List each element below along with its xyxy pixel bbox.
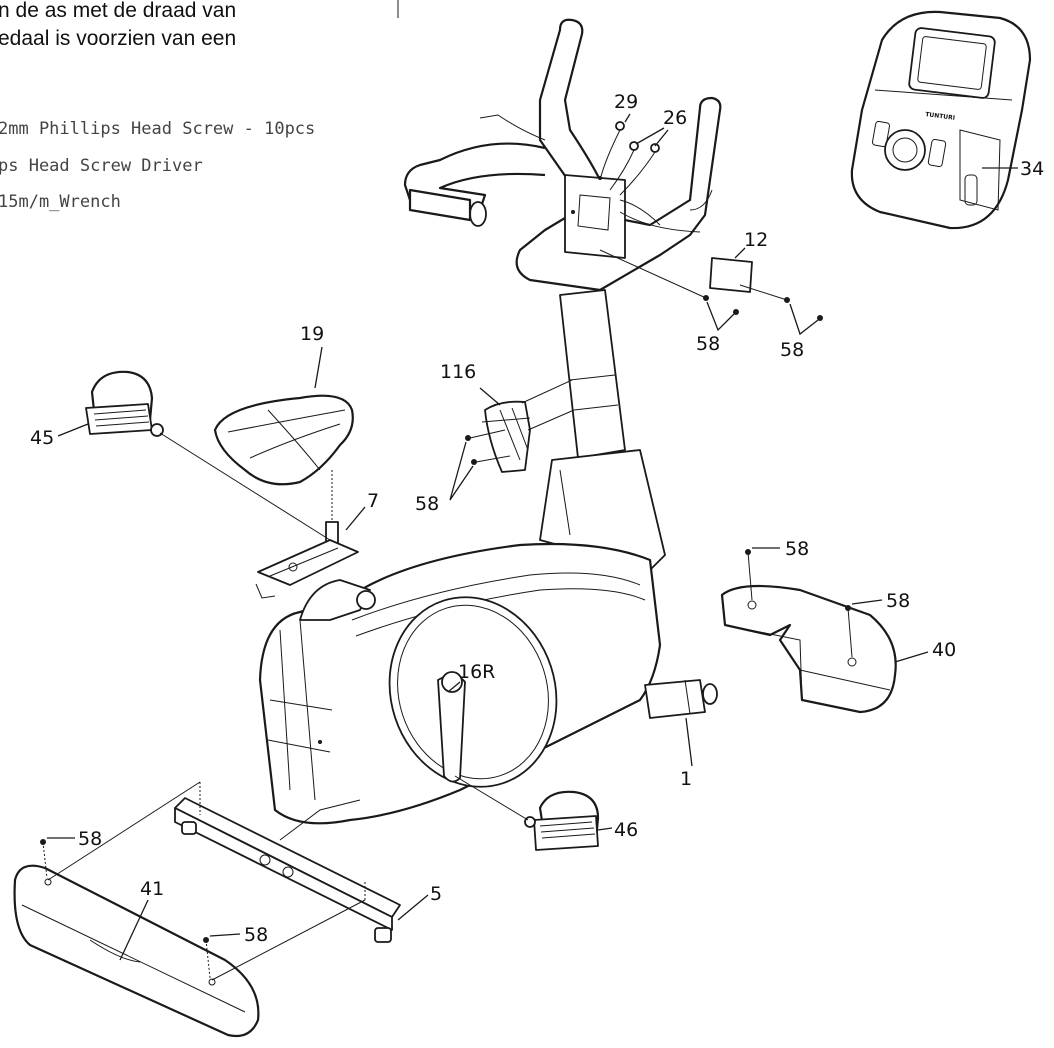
front-cover-41: [13, 864, 260, 1038]
screws-58-handle: [599, 249, 823, 336]
part-label-5: 5: [430, 883, 442, 905]
console-brand-text: TUNTURI: [925, 111, 955, 122]
seat-19: [213, 394, 354, 486]
part-label-34: 34: [1020, 158, 1044, 180]
part-label-12: 12: [744, 229, 768, 251]
tool-item-screws: 2mm Phillips Head Screw - 10pcs: [0, 119, 315, 139]
rear-axle-tube-1: [644, 679, 706, 719]
part-label-58-handle-left: 58: [696, 333, 720, 355]
part-label-1: 1: [680, 768, 692, 790]
pedal-46: [524, 790, 600, 851]
bottle-holder-116: [481, 400, 531, 473]
screws-26-29: [599, 121, 660, 196]
base-tube-5: [174, 797, 401, 943]
part-label-116: 116: [440, 361, 476, 383]
part-label-58-cover-top: 58: [785, 538, 809, 560]
part-label-46: 46: [614, 819, 638, 841]
bike-main-body: [258, 542, 718, 825]
seat-slider-7: [255, 521, 359, 599]
frame-upright: [539, 289, 666, 571]
handlebar-assembly: [403, 18, 722, 292]
part-label-58-bottle: 58: [415, 493, 439, 515]
console-part-34: TUNTURI: [850, 10, 1032, 230]
part-label-19: 19: [300, 323, 324, 345]
part-label-58-base-bottom: 58: [244, 924, 268, 946]
part-label-58-cover-right: 58: [886, 590, 910, 612]
part-label-40: 40: [932, 639, 956, 661]
console-dial: [884, 129, 926, 171]
part-label-26: 26: [663, 107, 687, 129]
part-label-7: 7: [367, 490, 379, 512]
cover-plate-12: [709, 257, 753, 293]
handlebar-mount-plate: [564, 174, 626, 259]
rear-cover-40: [720, 584, 897, 714]
part-label-29: 29: [614, 91, 638, 113]
pedal-45: [85, 370, 164, 437]
part-label-41: 41: [140, 878, 164, 900]
flywheel-cover: [388, 596, 558, 788]
part-label-58-handle-right: 58: [780, 339, 804, 361]
header-line-2: edaal is voorzien van een: [0, 27, 236, 50]
tool-item-screwdriver: ps Head Screw Driver: [0, 156, 203, 176]
part-label-58-base-top: 58: [78, 828, 102, 850]
seat-knob: [356, 590, 376, 610]
console-screen: [908, 27, 996, 99]
tool-item-wrench: 15m/m_Wrench: [0, 192, 121, 212]
part-label-16R: 16R: [458, 661, 495, 683]
header-line-1: n de as met de draad van: [0, 0, 236, 22]
part-label-45: 45: [30, 427, 54, 449]
